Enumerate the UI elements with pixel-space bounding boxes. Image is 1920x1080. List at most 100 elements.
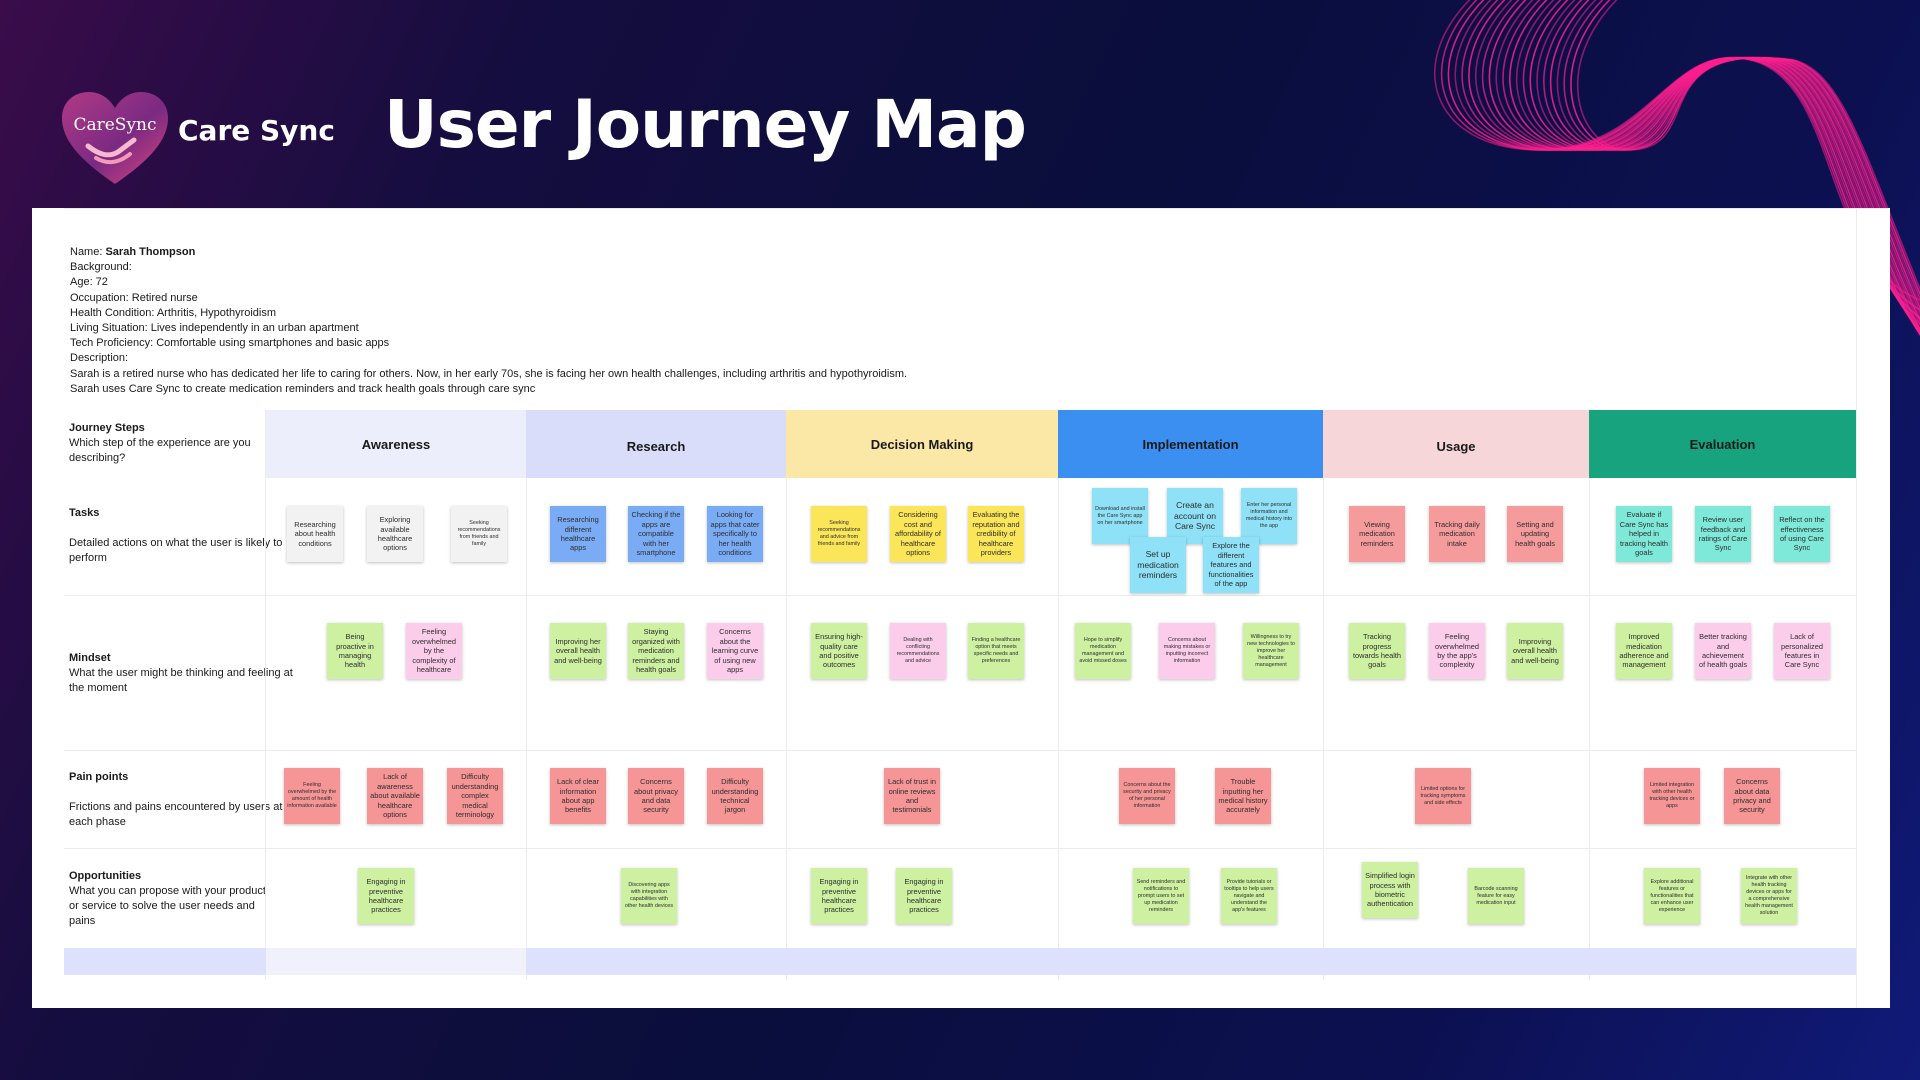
sticky-note[interactable]: Send reminders and notifications to prom… [1133, 868, 1189, 924]
grid-line [265, 410, 266, 980]
sticky-note[interactable]: Evaluating the reputation and credibilit… [968, 506, 1024, 562]
sticky-note[interactable]: Improving overall health and well-being [1507, 623, 1563, 679]
sticky-note[interactable]: Download and install the Care Sync app o… [1092, 488, 1148, 544]
sticky-note[interactable]: Difficulty understanding technical jargo… [707, 768, 763, 824]
sticky-note[interactable]: Exploring available healthcare options [367, 506, 423, 562]
sticky-note[interactable]: Lack of awareness about available health… [367, 768, 423, 824]
sticky-note[interactable]: Finding a healthcare option that meets s… [968, 623, 1024, 679]
sticky-note[interactable]: Limited integration with other health tr… [1644, 768, 1700, 824]
sticky-note[interactable]: Barcode scanning feature for easy medica… [1468, 868, 1524, 924]
persona-occupation: Occupation: Retired nurse [70, 291, 198, 304]
sticky-note[interactable]: Engaging in preventive healthcare practi… [811, 868, 867, 924]
sticky-note[interactable]: Reflect on the effectiveness of using Ca… [1774, 506, 1830, 562]
stage-label: Awareness [361, 436, 431, 452]
sticky-note[interactable]: Ensuring high-quality care and positive … [811, 623, 867, 679]
persona-tech: Tech Proficiency: Comfortable using smar… [70, 337, 390, 350]
row-title: Mindset [69, 652, 111, 664]
persona-age: Age: 72 [70, 276, 108, 289]
sticky-note[interactable]: Improved medication adherence and manage… [1616, 623, 1672, 679]
sticky-note[interactable]: Tracking progress towards health goals [1349, 623, 1405, 679]
persona-background: Background: [70, 261, 132, 274]
grid-line [64, 595, 1856, 596]
row-title: Pain points [69, 771, 129, 783]
row-title: Opportunities [69, 870, 142, 882]
persona-name: Sarah Thompson [105, 246, 196, 258]
page-title: User Journey Map [384, 86, 1027, 163]
sticky-note[interactable]: Set up medication reminders [1130, 537, 1186, 593]
row-description: What you can propose with your product o… [69, 885, 266, 927]
sticky-note[interactable]: Feeling overwhelmed by the complexity of… [406, 623, 462, 679]
journey-board: Name: Sarah Thompson Background: Age: 72… [32, 208, 1890, 1008]
sticky-note[interactable]: Being proactive in managing health [327, 623, 383, 679]
sticky-note[interactable]: Limited options for tracking symptoms an… [1415, 768, 1471, 824]
persona-description-1: Sarah is a retired nurse who has dedicat… [70, 367, 908, 380]
stage-label: Implementation [1142, 436, 1239, 452]
sticky-note[interactable]: Evaluate if Care Sync has helped in trac… [1616, 506, 1672, 562]
sticky-note[interactable]: Feeling overwhelmed by the app's complex… [1429, 623, 1485, 679]
sticky-note[interactable]: Concerns about the security and privacy … [1119, 768, 1175, 824]
sticky-note[interactable]: Engaging in preventive healthcare practi… [358, 868, 414, 924]
stage-label: Evaluation [1689, 436, 1756, 452]
sticky-note[interactable]: Setting and updating health goals [1507, 506, 1563, 562]
sticky-note[interactable]: Considering cost and affordability of he… [890, 506, 946, 562]
sticky-note[interactable]: Staying organized with medication remind… [628, 623, 684, 679]
persona-block: Name: Sarah Thompson Background: Age: 72… [70, 245, 1570, 397]
sticky-note[interactable]: Improving her overall health and well-be… [550, 623, 606, 679]
sticky-note[interactable]: Lack of personalized features in Care Sy… [1774, 623, 1830, 679]
grid-line [786, 478, 787, 980]
sticky-note[interactable]: Better tracking and achievement of healt… [1695, 623, 1751, 679]
sticky-note[interactable]: Concerns about data privacy and security [1724, 768, 1780, 824]
grid-line [526, 478, 527, 980]
sticky-note[interactable]: Willingness to try new technologies to i… [1243, 623, 1299, 679]
stage-header-implementation: Implementation [1058, 410, 1323, 478]
sticky-note[interactable]: Viewing medication reminders [1349, 506, 1405, 562]
sticky-note[interactable]: Concerns about privacy and data security [628, 768, 684, 824]
sticky-note[interactable]: Hope to simplify medication management a… [1075, 623, 1131, 679]
sticky-note[interactable]: Researching about health conditions [287, 506, 343, 562]
sticky-note[interactable]: Lack of trust in online reviews and test… [884, 768, 940, 824]
stage-header-evaluation: Evaluation [1589, 410, 1856, 478]
sticky-note[interactable]: Provide tutorials or tooltips to help us… [1221, 868, 1277, 924]
stage-header-awareness: Awareness [266, 410, 526, 478]
sticky-note[interactable]: Lack of clear information about app bene… [550, 768, 606, 824]
row-title: Journey Steps [69, 422, 145, 434]
sticky-note[interactable]: Create an account on Care Sync [1167, 488, 1223, 544]
brand-name: Care Sync [178, 114, 335, 147]
sticky-note[interactable]: Discovering apps with integration capabi… [621, 868, 677, 924]
stage-header-usage: Usage [1323, 410, 1589, 478]
sticky-note[interactable]: Looking for apps that cater specifically… [707, 506, 763, 562]
row-label-journey-steps: Journey Steps Which step of the experien… [64, 421, 294, 487]
row-label-mindset: Mindset What the user might be thinking … [64, 651, 294, 696]
sticky-note[interactable]: Checking if the apps are compatible with… [628, 506, 684, 562]
row-title: Tasks [69, 507, 100, 519]
grid-line [64, 750, 1856, 751]
sticky-note[interactable]: Engaging in preventive healthcare practi… [896, 868, 952, 924]
persona-living: Living Situation: Lives independently in… [70, 322, 359, 335]
sticky-note[interactable]: Seeking recommendations and advice from … [811, 506, 867, 562]
sticky-note[interactable]: Review user feedback and ratings of Care… [1695, 506, 1751, 562]
sticky-note[interactable]: Concerns about the learning curve of usi… [707, 623, 763, 679]
sticky-note[interactable]: Dealing with conflicting recommendations… [890, 623, 946, 679]
persona-description-2: Sarah uses Care Sync to create medicatio… [70, 382, 536, 395]
sticky-note[interactable]: Trouble inputting her medical history ac… [1215, 768, 1271, 824]
sticky-note[interactable]: Simplified login process with biometric … [1362, 862, 1418, 918]
stage-label: Usage [1436, 439, 1476, 454]
grid-line [64, 208, 1888, 209]
sticky-note[interactable]: Integrate with other health tracking dev… [1741, 868, 1797, 924]
sticky-note[interactable]: Researching different healthcare apps [550, 506, 606, 562]
persona-description-label: Description: [70, 352, 129, 365]
row-label-tasks: Tasks Detailed actions on what the user … [64, 506, 294, 566]
sticky-note[interactable]: Explore additional features or functiona… [1644, 868, 1700, 924]
footer-band-awareness [266, 948, 526, 975]
sticky-note[interactable]: Feeling overwhelmed by the amount of hea… [284, 768, 340, 824]
sticky-note[interactable]: Difficulty understanding complex medical… [447, 768, 503, 824]
persona-name-label: Name: [70, 246, 103, 258]
sticky-note[interactable]: Concerns about making mistakes or inputt… [1159, 623, 1215, 679]
sticky-note[interactable]: Explore the different features and funct… [1203, 537, 1259, 593]
grid-line [1058, 478, 1059, 980]
grid-line [1856, 208, 1857, 1008]
sticky-note[interactable]: Enter her personal information and medic… [1241, 488, 1297, 544]
wave-line [1576, 0, 1920, 291]
sticky-note[interactable]: Seeking recommendations from friends and… [451, 506, 507, 562]
sticky-note[interactable]: Tracking daily medication intake [1429, 506, 1485, 562]
